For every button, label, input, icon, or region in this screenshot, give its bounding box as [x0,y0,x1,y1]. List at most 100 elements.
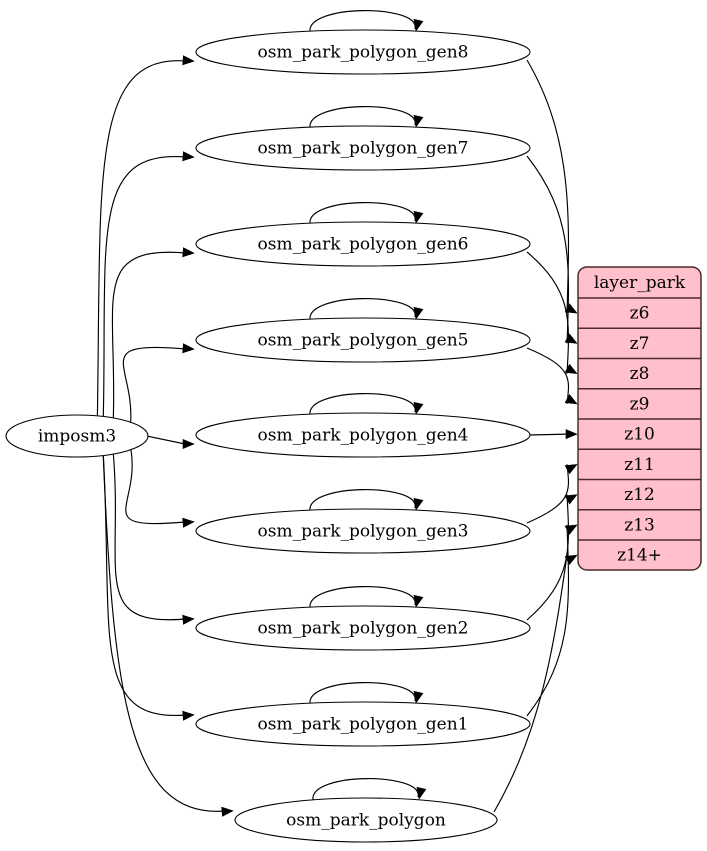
table-row-label: z6 [630,304,650,324]
table-row-z12[interactable]: z12 [579,481,700,509]
node-shape-osm_park_polygon_gen5[interactable] [195,317,531,363]
node-label-osm_park_polygon_gen1: osm_park_polygon_gen1 [258,715,469,735]
edge-arrow [182,614,195,625]
edge-arrow [182,438,195,450]
node-shape-osm_park_polygon_gen3[interactable] [195,508,531,554]
edge-arrow [564,494,578,505]
edge-arrow [221,806,234,817]
edge-imposm3-to-node [111,251,187,419]
node-imposm3-label: imposm3 [38,427,116,447]
table-row-z7[interactable]: z7 [579,329,700,357]
self-loop-edge-osm_park_polygon_gen7 [309,106,416,129]
edge-imposm3-to-node [102,155,187,418]
table-row-label: z11 [624,455,655,475]
edge-node-to-layer-row [493,555,568,813]
layer-park-table[interactable]: layer_park z6 z7 z8 z9 z10 z11 z12 z13 z14+ [577,266,702,571]
edge-node-to-layer-row [526,524,570,717]
table-row-z13[interactable]: z13 [579,511,700,539]
table-row-z6[interactable]: z6 [579,299,700,327]
self-loop-edge-osm_park_polygon_gen3 [309,489,416,512]
edges-layer [96,55,578,817]
table-row-label: z14+ [617,546,662,566]
node-shape-osm_park_polygon_gen8[interactable] [195,29,531,75]
edge-arrow [564,464,578,475]
node-osm_park_polygon_gen5[interactable]: osm_park_polygon_gen5 [195,298,531,363]
edge-arrow [564,363,578,374]
edge-imposm3-to-node [96,60,187,417]
table-row-label: z8 [630,364,650,384]
node-label-osm_park_polygon_gen2: osm_park_polygon_gen2 [258,619,469,639]
node-shape-osm_park_polygon_gen1[interactable] [195,701,531,747]
edge-arrow [182,343,195,354]
node-osm_park_polygon_gen3[interactable]: osm_park_polygon_gen3 [195,489,531,554]
edge-node-to-layer-row [529,433,568,436]
table-row-label: z10 [624,425,655,445]
self-loop-edge-osm_park_polygon_gen4 [309,393,416,416]
edge-imposm3-to-node [122,346,187,424]
edge-arrow [182,710,195,721]
self-loop-arrow [413,401,424,415]
edge-arrow [182,55,195,66]
node-label-osm_park_polygon: osm_park_polygon [286,811,446,831]
node-label-osm_park_polygon_gen7: osm_park_polygon_gen7 [258,139,469,159]
edge-node-to-layer-row [526,347,569,404]
self-loop-edge-osm_park_polygon_gen8 [309,10,416,33]
edge-imposm3-to-node [102,454,226,812]
self-loop-arrow [413,210,424,224]
node-osm_park_polygon_gen7[interactable]: osm_park_polygon_gen7 [195,106,531,171]
self-loop-arrow [416,786,427,800]
edge-arrow [564,554,578,565]
edge-arrow [182,517,195,528]
node-imposm3-shape[interactable] [5,414,149,458]
edge-imposm3-to-node [125,448,187,525]
edge-arrow [182,151,195,162]
edge-node-to-layer-row [526,494,570,621]
table-row-z14plus[interactable]: z14+ [579,541,700,569]
node-osm_park_polygon_gen8[interactable]: osm_park_polygon_gen8 [195,10,531,75]
edge-imposm3-to-node [145,435,186,445]
table-row-label: z13 [624,515,655,535]
table-row-label: z9 [630,394,650,414]
node-label-osm_park_polygon_gen5: osm_park_polygon_gen5 [258,331,469,351]
layer-park-title: layer_park [594,273,686,293]
node-label-osm_park_polygon_gen4: osm_park_polygon_gen4 [258,426,469,446]
node-osm_park_polygon_gen1[interactable]: osm_park_polygon_gen1 [195,682,531,747]
node-shape-osm_park_polygon_gen4[interactable] [195,412,531,458]
node-shape-osm_park_polygon_gen7[interactable] [195,125,531,171]
self-loop-edge-osm_park_polygon_gen6 [309,202,416,225]
node-osm_park_polygon_gen2[interactable]: osm_park_polygon_gen2 [195,586,531,651]
table-row-label: z12 [624,485,655,505]
edge-arrow [564,524,578,535]
self-loop-arrow [413,690,424,704]
table-row-label: z7 [630,334,650,354]
edge-arrow [182,247,195,258]
self-loop-edge-osm_park_polygon_gen1 [309,682,416,705]
edge-arrow [564,394,578,405]
table-row-z9[interactable]: z9 [579,390,700,418]
self-loop-arrow [413,114,424,128]
node-shape-osm_park_polygon[interactable] [234,797,498,843]
self-loop-edge-osm_park_polygon_gen2 [309,586,416,609]
node-imposm3[interactable]: imposm3 [5,414,149,458]
table-row-z8[interactable]: z8 [579,360,700,388]
self-loop-arrow [413,594,424,608]
edge-imposm3-to-node [112,453,187,621]
edge-node-to-layer-row [526,464,569,524]
node-osm_park_polygon_gen4[interactable]: osm_park_polygon_gen4 [195,393,531,458]
edge-node-to-layer-row [526,251,570,374]
table-row-z10[interactable]: z10 [579,420,700,448]
node-shape-osm_park_polygon_gen2[interactable] [195,605,531,651]
node-osm_park_polygon[interactable]: osm_park_polygon [234,778,498,843]
edge-arrow [565,429,578,440]
edge-node-to-layer-row [526,59,570,314]
nodes-layer: imposm3 osm_park_polygon_gen8 osm_park_pol… [5,10,531,843]
self-loop-edge-osm_park_polygon_gen5 [309,298,416,321]
node-shape-osm_park_polygon_gen6[interactable] [195,221,531,267]
node-osm_park_polygon_gen6[interactable]: osm_park_polygon_gen6 [195,202,531,267]
table-row-z11[interactable]: z11 [579,450,700,478]
node-label-osm_park_polygon_gen3: osm_park_polygon_gen3 [258,522,469,542]
node-label-osm_park_polygon_gen6: osm_park_polygon_gen6 [258,235,469,255]
edge-node-to-layer-row [526,155,570,344]
